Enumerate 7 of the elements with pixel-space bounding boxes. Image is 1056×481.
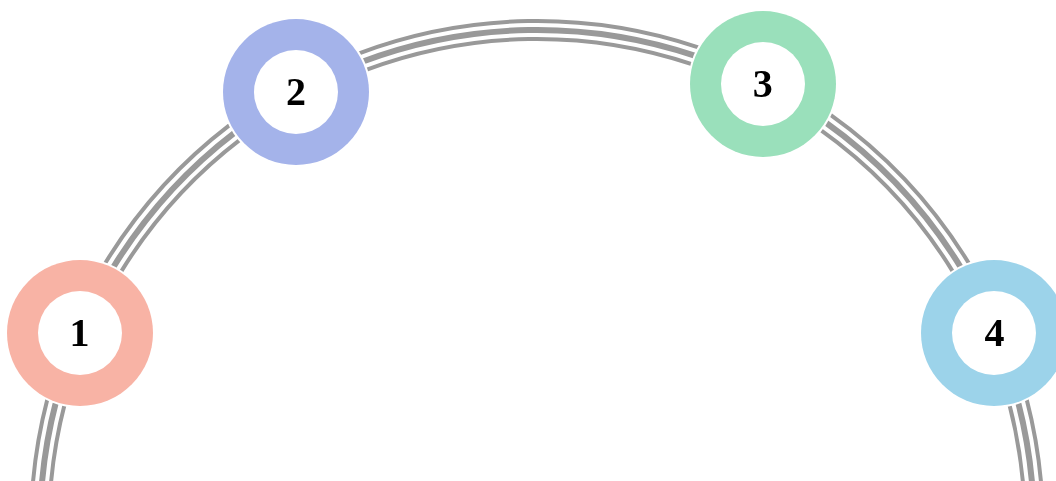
step-number: 3 [752, 64, 773, 105]
triple-line-connector [359, 19, 699, 73]
step-number: 4 [984, 312, 1005, 353]
triple-line-connector [29, 399, 67, 481]
step-number: 2 [286, 72, 307, 113]
step-number: 1 [69, 312, 90, 353]
triple-line-connector [1007, 399, 1045, 481]
